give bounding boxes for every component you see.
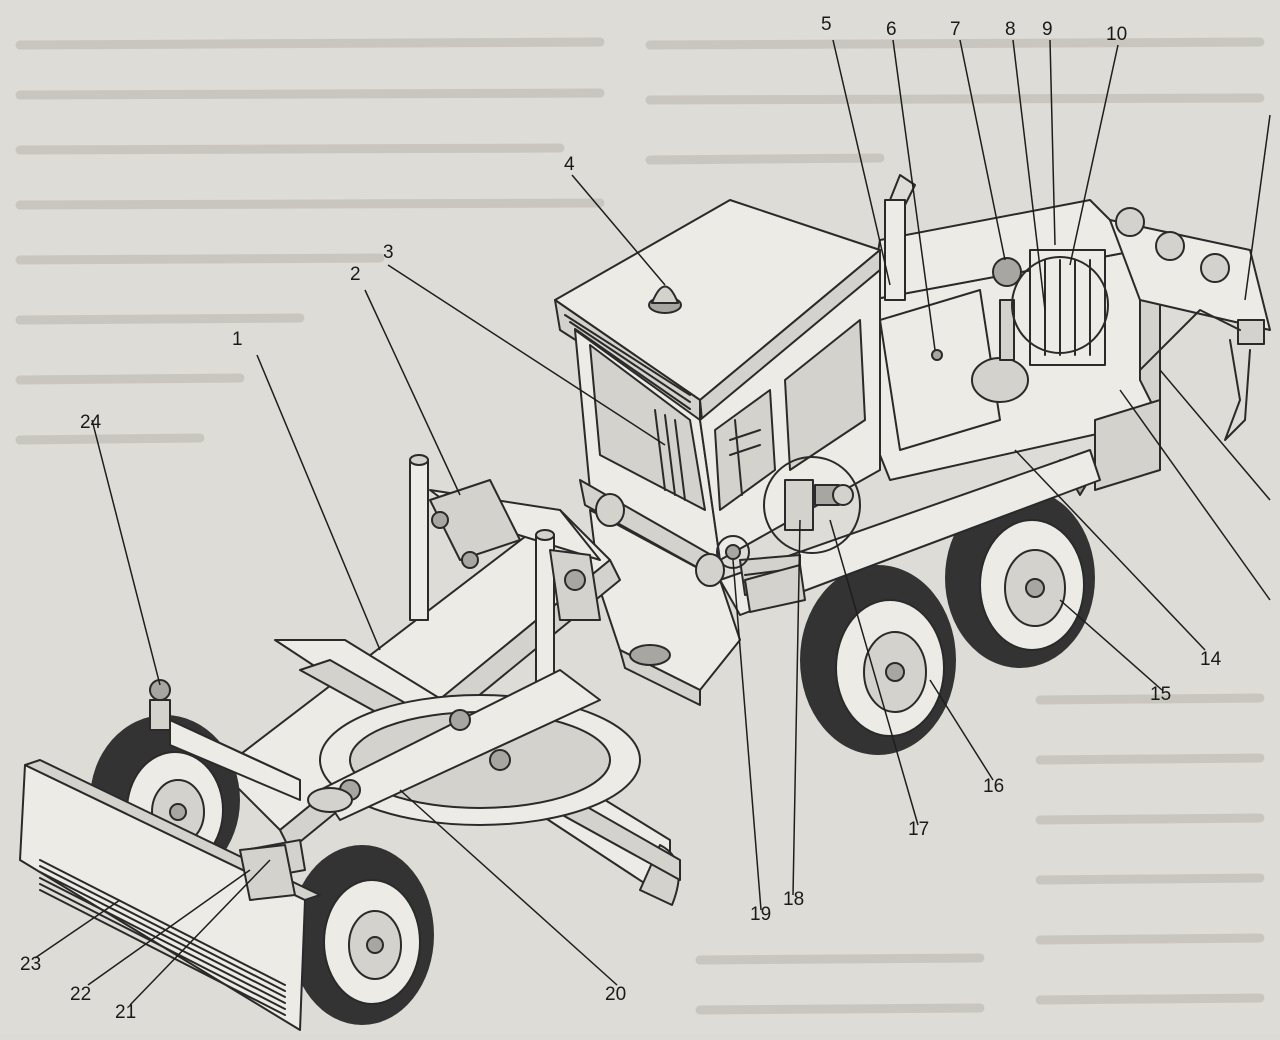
callout-14: 14 (1200, 649, 1222, 670)
callout-16: 16 (983, 776, 1004, 797)
background-bleedthrough (15, 37, 1265, 1015)
callout-8: 8 (1005, 19, 1016, 40)
front-wheel-right (290, 845, 434, 1025)
circle-drawbar (307, 669, 641, 826)
callout-9: 9 (1042, 19, 1053, 40)
leader-lines (34, 39, 1271, 1006)
rear-wheel-front (800, 565, 956, 755)
dozer-blade (19, 759, 321, 1031)
front-hitch (589, 493, 741, 706)
callout-6: 6 (886, 19, 897, 40)
callout-1: 1 (232, 329, 243, 350)
callout-4: 4 (564, 154, 575, 175)
callout-20: 20 (605, 984, 626, 1005)
callout-24: 24 (80, 412, 102, 433)
callout-2: 2 (350, 264, 361, 285)
callout-21: 21 (115, 1002, 136, 1023)
left-lift-cylinder (409, 454, 521, 621)
callout-10: 10 (1106, 24, 1127, 45)
callout-18: 18 (783, 889, 804, 910)
callout-5: 5 (821, 14, 832, 35)
callout-labels: 1 2 3 4 5 6 7 8 9 10 14 15 16 17 18 19 2… (20, 14, 1222, 1023)
callout-3: 3 (383, 242, 394, 263)
cab (554, 199, 881, 613)
rear-frame (869, 174, 1271, 496)
callout-17: 17 (908, 819, 929, 840)
callout-7: 7 (950, 19, 961, 40)
callout-23: 23 (20, 954, 41, 975)
callout-15: 15 (1150, 684, 1171, 705)
rear-wheel-back (945, 488, 1095, 668)
callout-22: 22 (70, 984, 91, 1005)
callout-19: 19 (750, 904, 771, 925)
